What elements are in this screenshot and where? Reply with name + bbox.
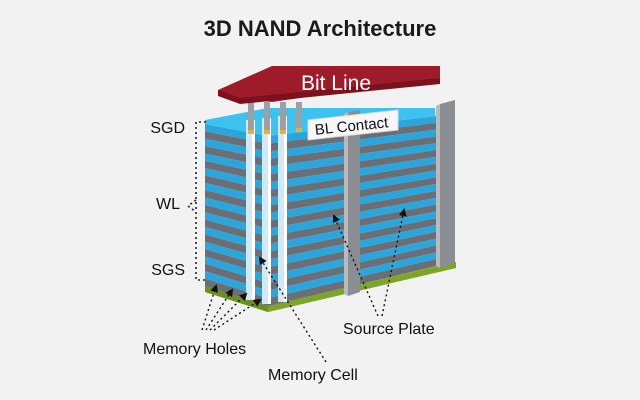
memory-hole-pillars (246, 116, 287, 304)
memory-hole-pillar (262, 118, 268, 304)
bit-line-front (240, 78, 440, 104)
bit-line-side (218, 90, 240, 104)
contact-post (296, 102, 302, 130)
diagram-title: 3D NAND Architecture (204, 16, 437, 41)
source-plate-left-edge (344, 112, 348, 296)
layer-bracket (186, 121, 206, 281)
memory-holes-arrows (201, 284, 262, 331)
contact-post (248, 102, 254, 132)
stack-left-face (205, 124, 268, 306)
substrate-base-front (268, 262, 456, 312)
memory-cell-arrow (258, 256, 327, 363)
contact-post (280, 102, 286, 132)
wl-label: WL (156, 196, 180, 213)
contact-cap (280, 130, 286, 134)
memory-cell-label: Memory Cell (268, 367, 358, 384)
source-plate-right-edge (436, 104, 440, 268)
bit-line-label: Bit Line (301, 72, 371, 95)
bit-line-top (218, 66, 440, 102)
bl-contact-posts (248, 102, 302, 134)
source-plate-left (348, 110, 360, 296)
memory-hole-pillar (268, 118, 271, 304)
contact-cap (248, 130, 254, 134)
contact-post (264, 102, 270, 132)
source-plate-right (440, 100, 455, 268)
memory-hole-pillar (246, 120, 252, 300)
source-plate-label: Source Plate (343, 321, 435, 338)
memory-hole-pillar (252, 120, 255, 300)
bl-contact-plate (307, 109, 399, 141)
memory-hole-pillar (284, 116, 287, 302)
memory-holes-label: Memory Holes (143, 341, 246, 358)
contact-cap (264, 130, 270, 134)
contact-cap (296, 128, 302, 132)
memory-hole-pillar (278, 116, 284, 302)
source-plate-arrows (332, 208, 407, 317)
sgs-label: SGS (151, 262, 185, 279)
sgd-label: SGD (150, 120, 185, 137)
